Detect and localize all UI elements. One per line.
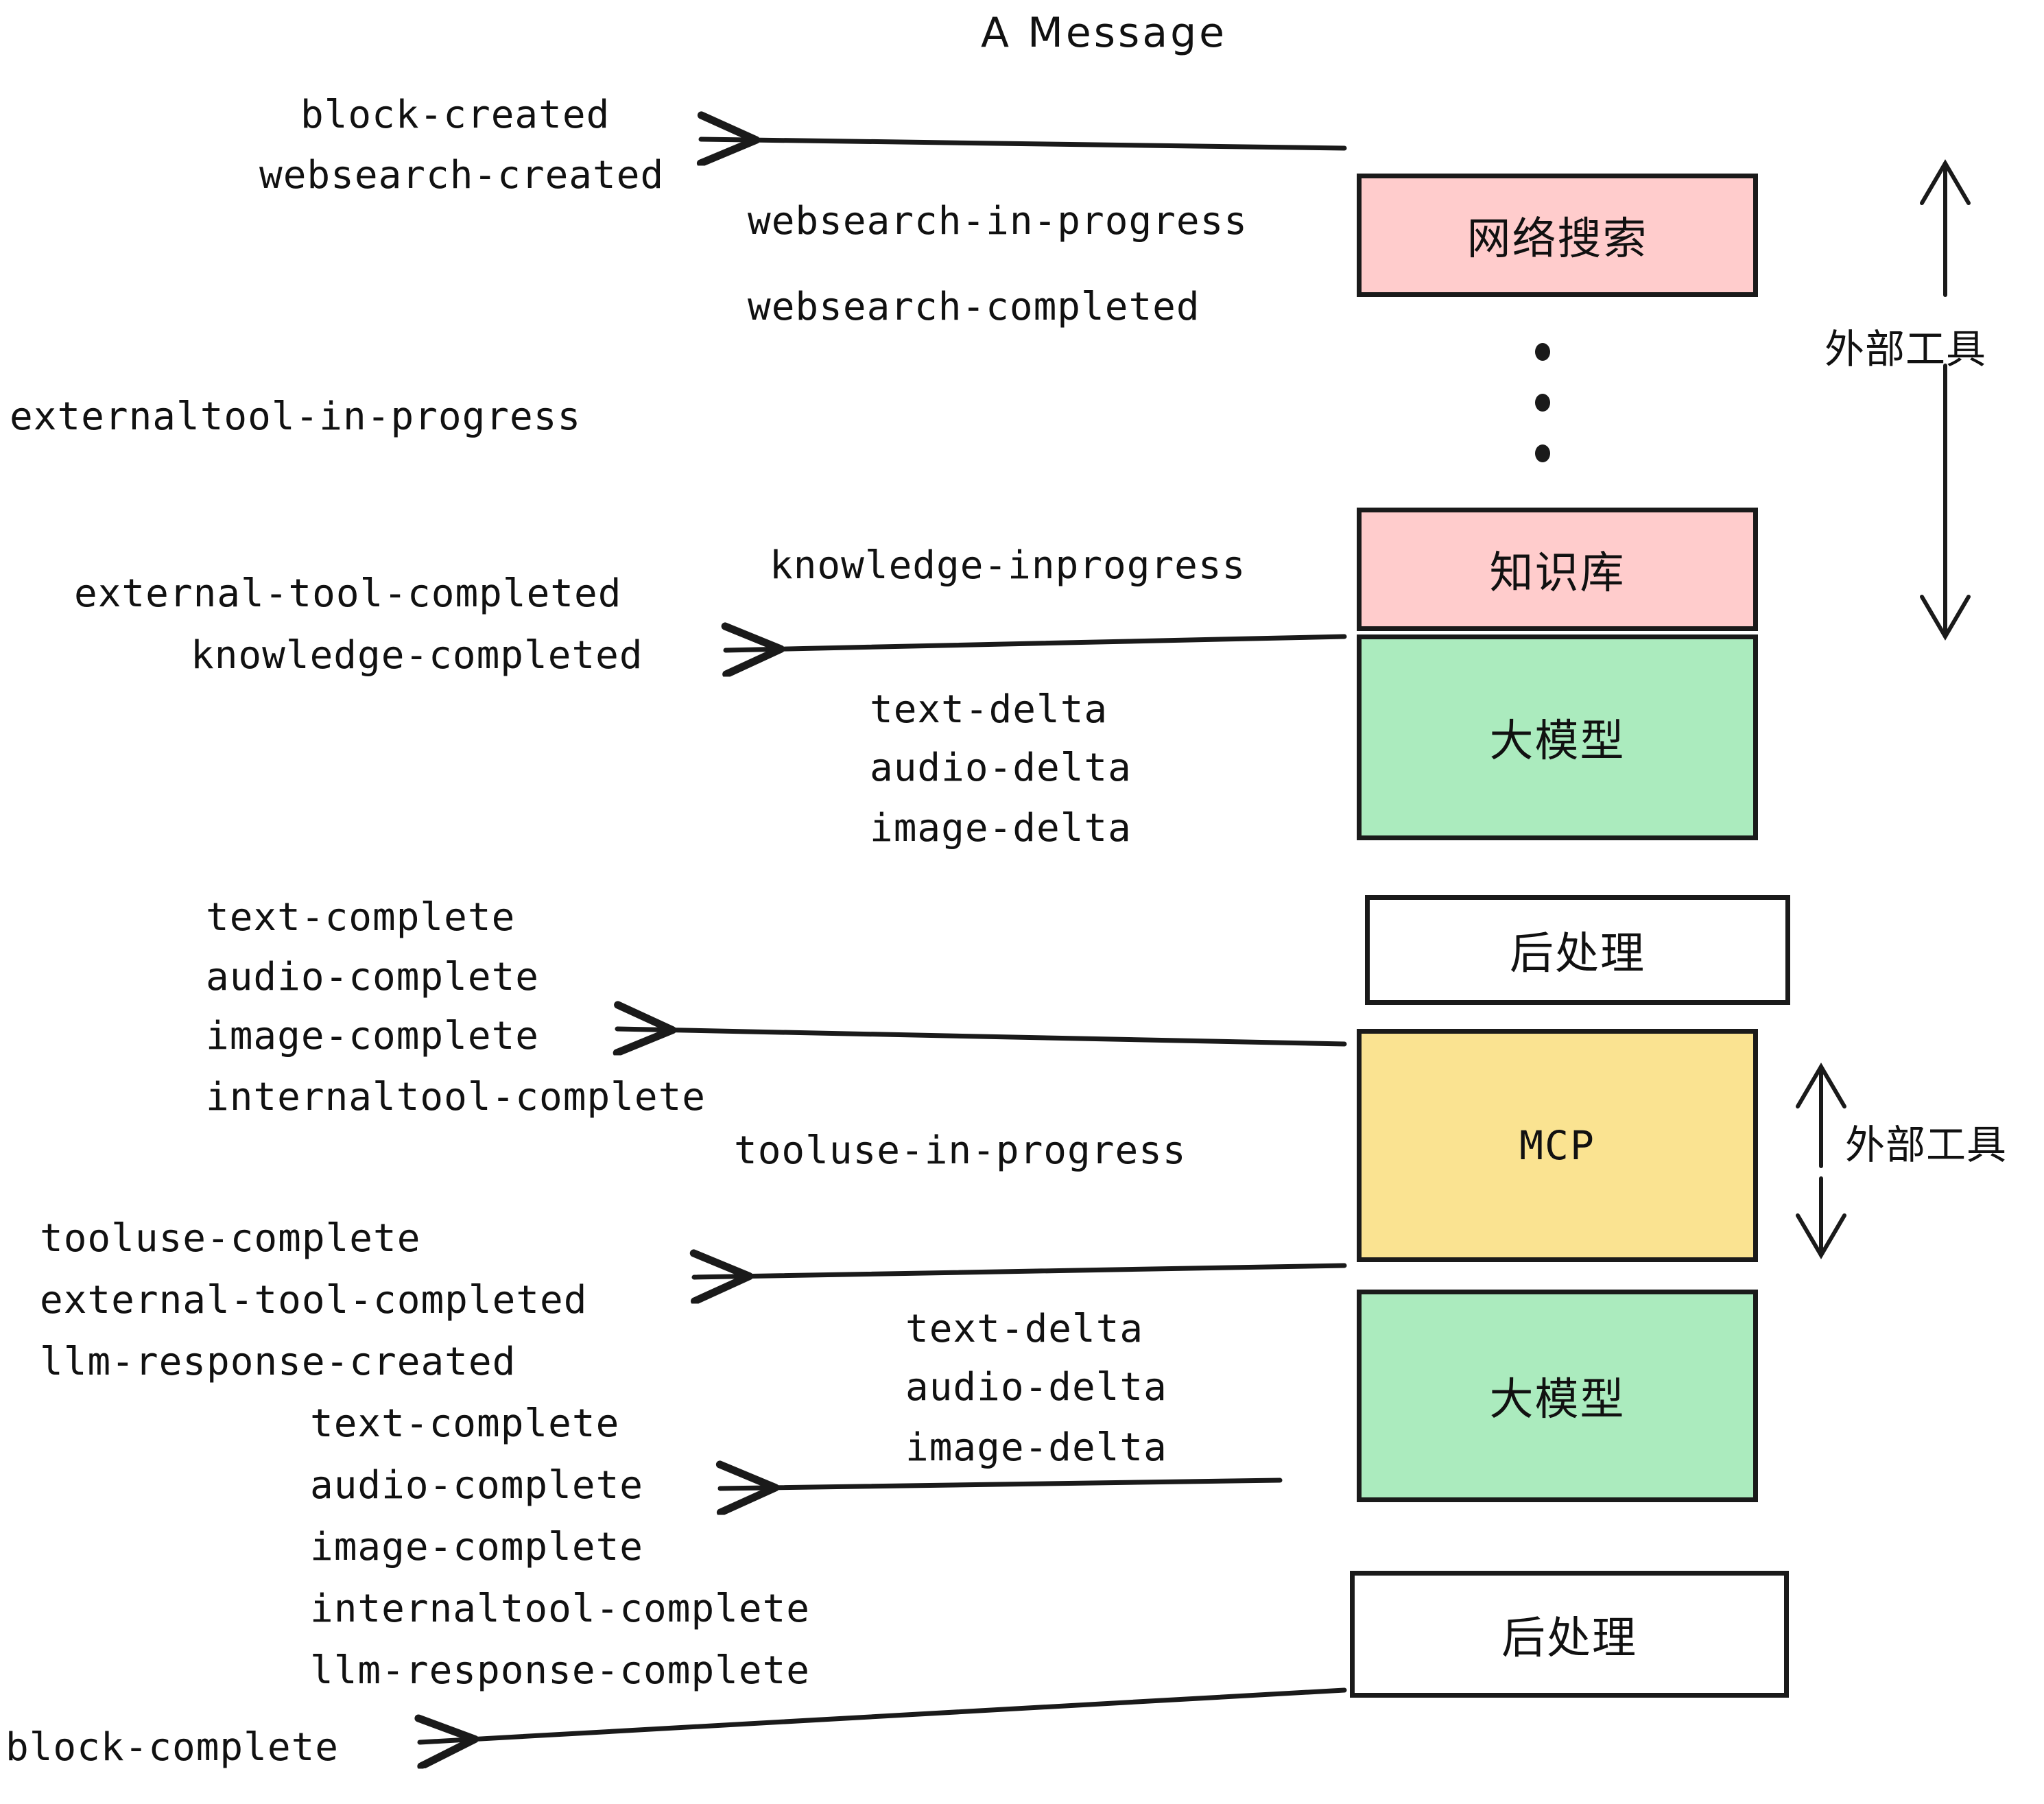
event-label-image-delta-1: image-delta [870, 806, 1132, 851]
event-label-llm-response-complete: llm-response-complete [310, 1648, 811, 1693]
arrow-tooluse-complete [694, 1266, 1347, 1277]
side-label-external-tools-top: 外部工具 [1825, 326, 1987, 372]
event-label-knowledge-inprogress: knowledge-inprogress [770, 543, 1246, 588]
event-label-text-complete-2: text-complete [310, 1401, 620, 1446]
event-label-audio-delta-2: audio-delta [905, 1365, 1167, 1410]
event-label-internaltool-complete-1: internaltool-complete [206, 1075, 706, 1119]
arrow-block-created [701, 139, 1347, 148]
box-label-knowledge: 知识库 [1489, 548, 1626, 599]
event-label-block-complete: block-complete [5, 1725, 340, 1770]
event-label-websearch-completed: websearch-completed [748, 285, 1200, 329]
box-label-mcp: MCP [1519, 1122, 1595, 1169]
event-label-websearch-created: websearch-created [259, 153, 665, 198]
event-label-llm-response-created: llm-response-created [40, 1340, 516, 1384]
box-websearch: 网络搜索 [1357, 174, 1758, 297]
event-label-text-delta-1: text-delta [870, 687, 1108, 732]
side-label-external-tools-bottom: 外部工具 [1845, 1121, 2008, 1168]
event-label-audio-complete-1: audio-complete [206, 955, 540, 999]
box-label-postprocess-bottom: 后处理 [1501, 1613, 1637, 1664]
event-label-internaltool-complete-2: internaltool-complete [310, 1587, 811, 1631]
box-label-websearch: 网络搜索 [1466, 214, 1648, 265]
event-label-tooluse-complete: tooluse-complete [40, 1216, 421, 1261]
box-knowledge: 知识库 [1357, 508, 1758, 631]
box-llm-bottom: 大模型 [1357, 1290, 1758, 1502]
event-label-tooluse-in-progress: tooluse-in-progress [734, 1128, 1187, 1173]
arrow-audio-complete [720, 1480, 1283, 1488]
bracket-top-down [1920, 364, 1971, 641]
event-label-websearch-in-progress: websearch-in-progress [748, 199, 1248, 244]
event-label-image-complete-2: image-complete [310, 1525, 644, 1569]
bracket-top-up [1920, 159, 1971, 297]
event-label-block-created: block-created [300, 93, 610, 137]
box-postprocess-top: 后处理 [1365, 895, 1790, 1005]
page-title: A Message [981, 9, 1228, 57]
event-label-text-delta-2: text-delta [905, 1307, 1144, 1351]
event-label-image-delta-2: image-delta [905, 1425, 1167, 1470]
box-llm-top: 大模型 [1357, 634, 1758, 840]
event-label-image-complete-1: image-complete [206, 1014, 540, 1058]
event-label-external-tool-completed-2: external-tool-completed [40, 1278, 588, 1322]
event-label-audio-complete-2: audio-complete [310, 1463, 644, 1508]
arrow-block-complete [420, 1687, 1347, 1742]
event-label-external-tool-completed-1: external-tool-completed [74, 571, 622, 616]
bracket-bottom-up [1796, 1063, 1846, 1168]
box-label-llm-bottom: 大模型 [1489, 1375, 1626, 1425]
box-postprocess-bottom: 后处理 [1350, 1571, 1789, 1698]
box-label-llm-top: 大模型 [1489, 716, 1626, 767]
event-label-knowledge-completed: knowledge-completed [191, 633, 643, 678]
event-label-externaltool-in-progress: externaltool-in-progress [10, 394, 582, 439]
event-label-audio-delta-1: audio-delta [870, 746, 1132, 790]
arrow-knowledge-completed [726, 637, 1347, 650]
bracket-bottom-down [1796, 1176, 1846, 1259]
event-label-text-complete-1: text-complete [206, 895, 516, 940]
vertical-ellipsis-icon [1535, 343, 1550, 495]
box-mcp: MCP [1357, 1029, 1758, 1262]
arrow-image-complete [617, 1029, 1347, 1044]
box-label-postprocess-top: 后处理 [1510, 929, 1645, 980]
